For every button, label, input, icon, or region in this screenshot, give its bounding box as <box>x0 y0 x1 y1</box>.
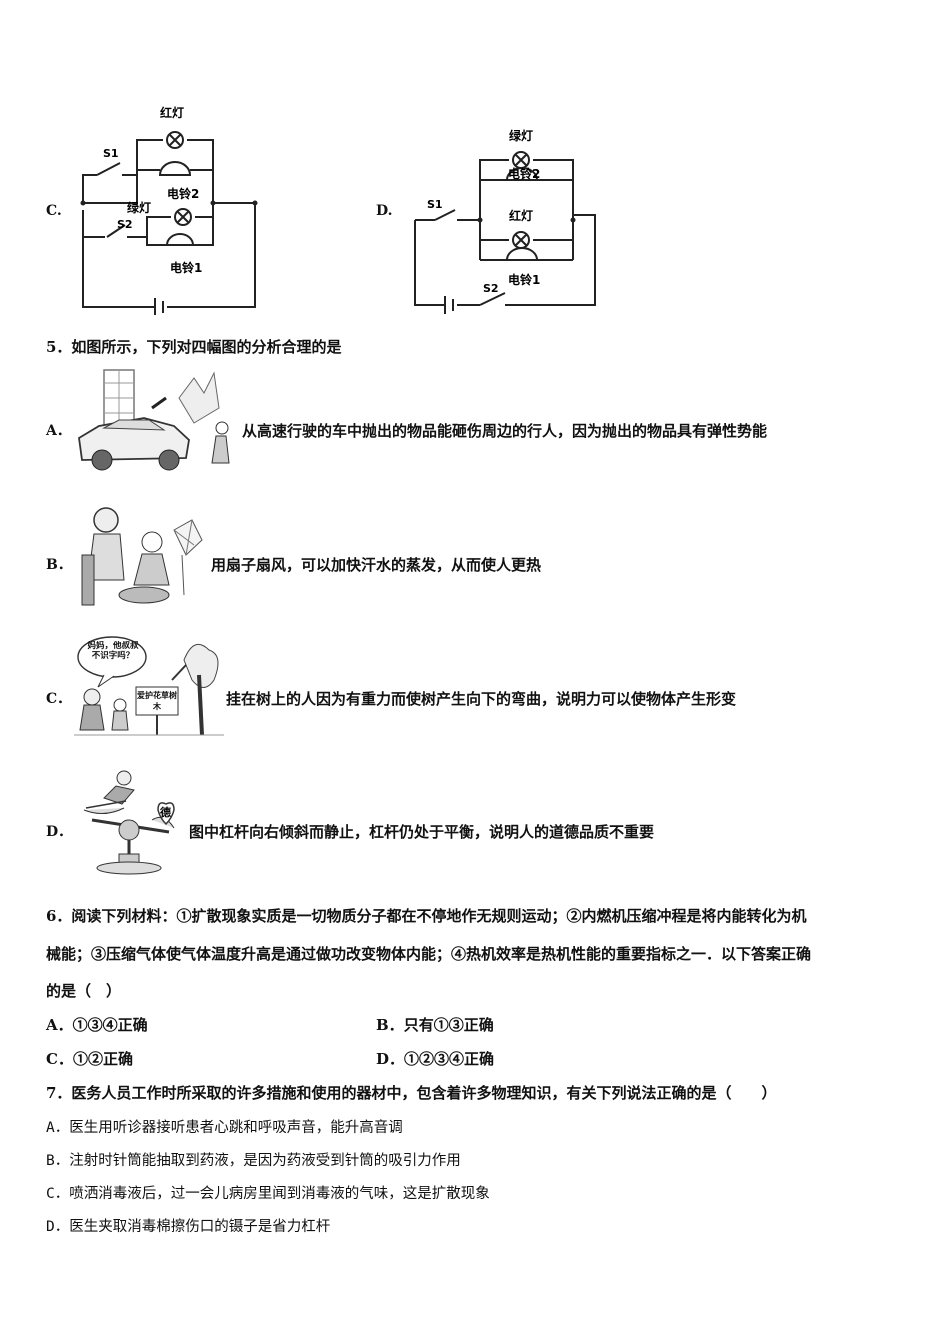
red-lamp-label: 红灯 <box>160 105 184 120</box>
s1-label: S1 <box>103 147 119 160</box>
sign-board-text: 爱护花草树木 <box>137 691 177 711</box>
q5-stem: 5．如图所示，下列对四幅图的分析合理的是 <box>46 338 342 356</box>
q7-option-b: B．注射时针筒能抽取到药液，是因为药液受到针筒的吸引力作用 <box>46 1153 461 1169</box>
car-throwing-illustration <box>78 369 230 471</box>
q6-option-b: B．只有①③正确 <box>376 1014 494 1035</box>
q6-option-d-label: D． <box>376 1050 405 1068</box>
q5-option-a-text: 从高速行驶的车中抛出的物品能砸伤周边的行人，因为抛出的物品具有弹性势能 <box>242 422 768 440</box>
bell2-label: 电铃2 <box>508 166 540 181</box>
bell1-label: 电铃1 <box>508 272 540 287</box>
speech-bubble-text: 妈妈，他叔叔不识字吗？ <box>87 641 139 661</box>
q6-option-d-text: ①②③④正确 <box>404 1050 495 1068</box>
option-d-label: D. <box>376 203 393 219</box>
heart-text: 德 <box>159 805 171 819</box>
q7-option-d: D．医生夹取消毒棉擦伤口的镊子是省力杠杆 <box>46 1219 331 1235</box>
q7-option-a: A．医生用听诊器接听患者心跳和呼吸声音，能升高音调 <box>46 1120 403 1136</box>
green-lamp-label: 绿灯 <box>127 200 151 215</box>
q5-option-b-label: B． <box>46 557 72 573</box>
q5-option-d-label: D． <box>46 824 73 840</box>
red-lamp-label: 红灯 <box>509 208 533 223</box>
q6-option-c-label: C． <box>46 1050 73 1068</box>
fan-illustration <box>81 507 203 606</box>
q6-stem-line2: 械能；③压缩气体使气体温度升高是通过做功改变物体内能；④热机效率是热机性能的重要… <box>46 945 812 963</box>
q5-option-c-text: 挂在树上的人因为有重力而使树产生向下的弯曲，说明力可以使物体产生形变 <box>226 690 737 708</box>
q6-option-a-label: A． <box>46 1016 73 1034</box>
q6-option-b-text: 只有①③正确 <box>403 1016 494 1034</box>
s2-label: S2 <box>117 218 133 231</box>
q6-option-c-text: ①②正确 <box>72 1050 133 1068</box>
q5-option-d-text: 图中杠杆向右倾斜而静止，杠杆仍处于平衡，说明人的道德品质不重要 <box>189 823 655 841</box>
q6-option-d: D．①②③④正确 <box>376 1048 494 1069</box>
s1-label: S1 <box>427 198 443 211</box>
q6-option-c: C．①②正确 <box>46 1048 133 1069</box>
circuit-d-diagram: 绿灯 电铃2 红灯 电铃1 S1 S2 <box>414 128 596 314</box>
option-c-label: C. <box>46 203 62 219</box>
q6-option-a-text: ①③④正确 <box>72 1016 148 1034</box>
q6-option-a: A．①③④正确 <box>46 1014 148 1035</box>
q6-option-b-label: B． <box>376 1016 404 1034</box>
q5-option-a-label: A． <box>46 423 71 439</box>
q6-stem-line3: 的是（ ） <box>46 982 122 1000</box>
circuit-c-diagram: 红灯 电铃2 绿灯 电铃1 S1 S2 <box>80 105 258 315</box>
q6-stem-line1: 6．阅读下列材料：①扩散现象实质是一切物质分子都在不停地作无规则运动；②内燃机压… <box>46 907 807 925</box>
green-lamp-label: 绿灯 <box>509 128 533 143</box>
q5-option-c-label: C． <box>46 691 72 707</box>
q7-option-c: C．喷洒消毒液后，过一会儿病房里闻到消毒液的气味，这是扩散现象 <box>46 1186 490 1202</box>
bell2-label: 电铃2 <box>167 186 199 201</box>
tree-sign-illustration: 妈妈，他叔叔不识字吗？ 爱护花草树木 <box>74 636 224 736</box>
bell1-label: 电铃1 <box>170 260 202 275</box>
q5-option-b-text: 用扇子扇风，可以加快汗水的蒸发，从而使人更热 <box>211 556 542 574</box>
lever-scale-illustration: 德 <box>83 770 175 875</box>
q7-stem: 7．医务人员工作时所采取的许多措施和使用的器材中，包含着许多物理知识，有关下列说… <box>46 1084 777 1102</box>
s2-label: S2 <box>483 282 499 295</box>
